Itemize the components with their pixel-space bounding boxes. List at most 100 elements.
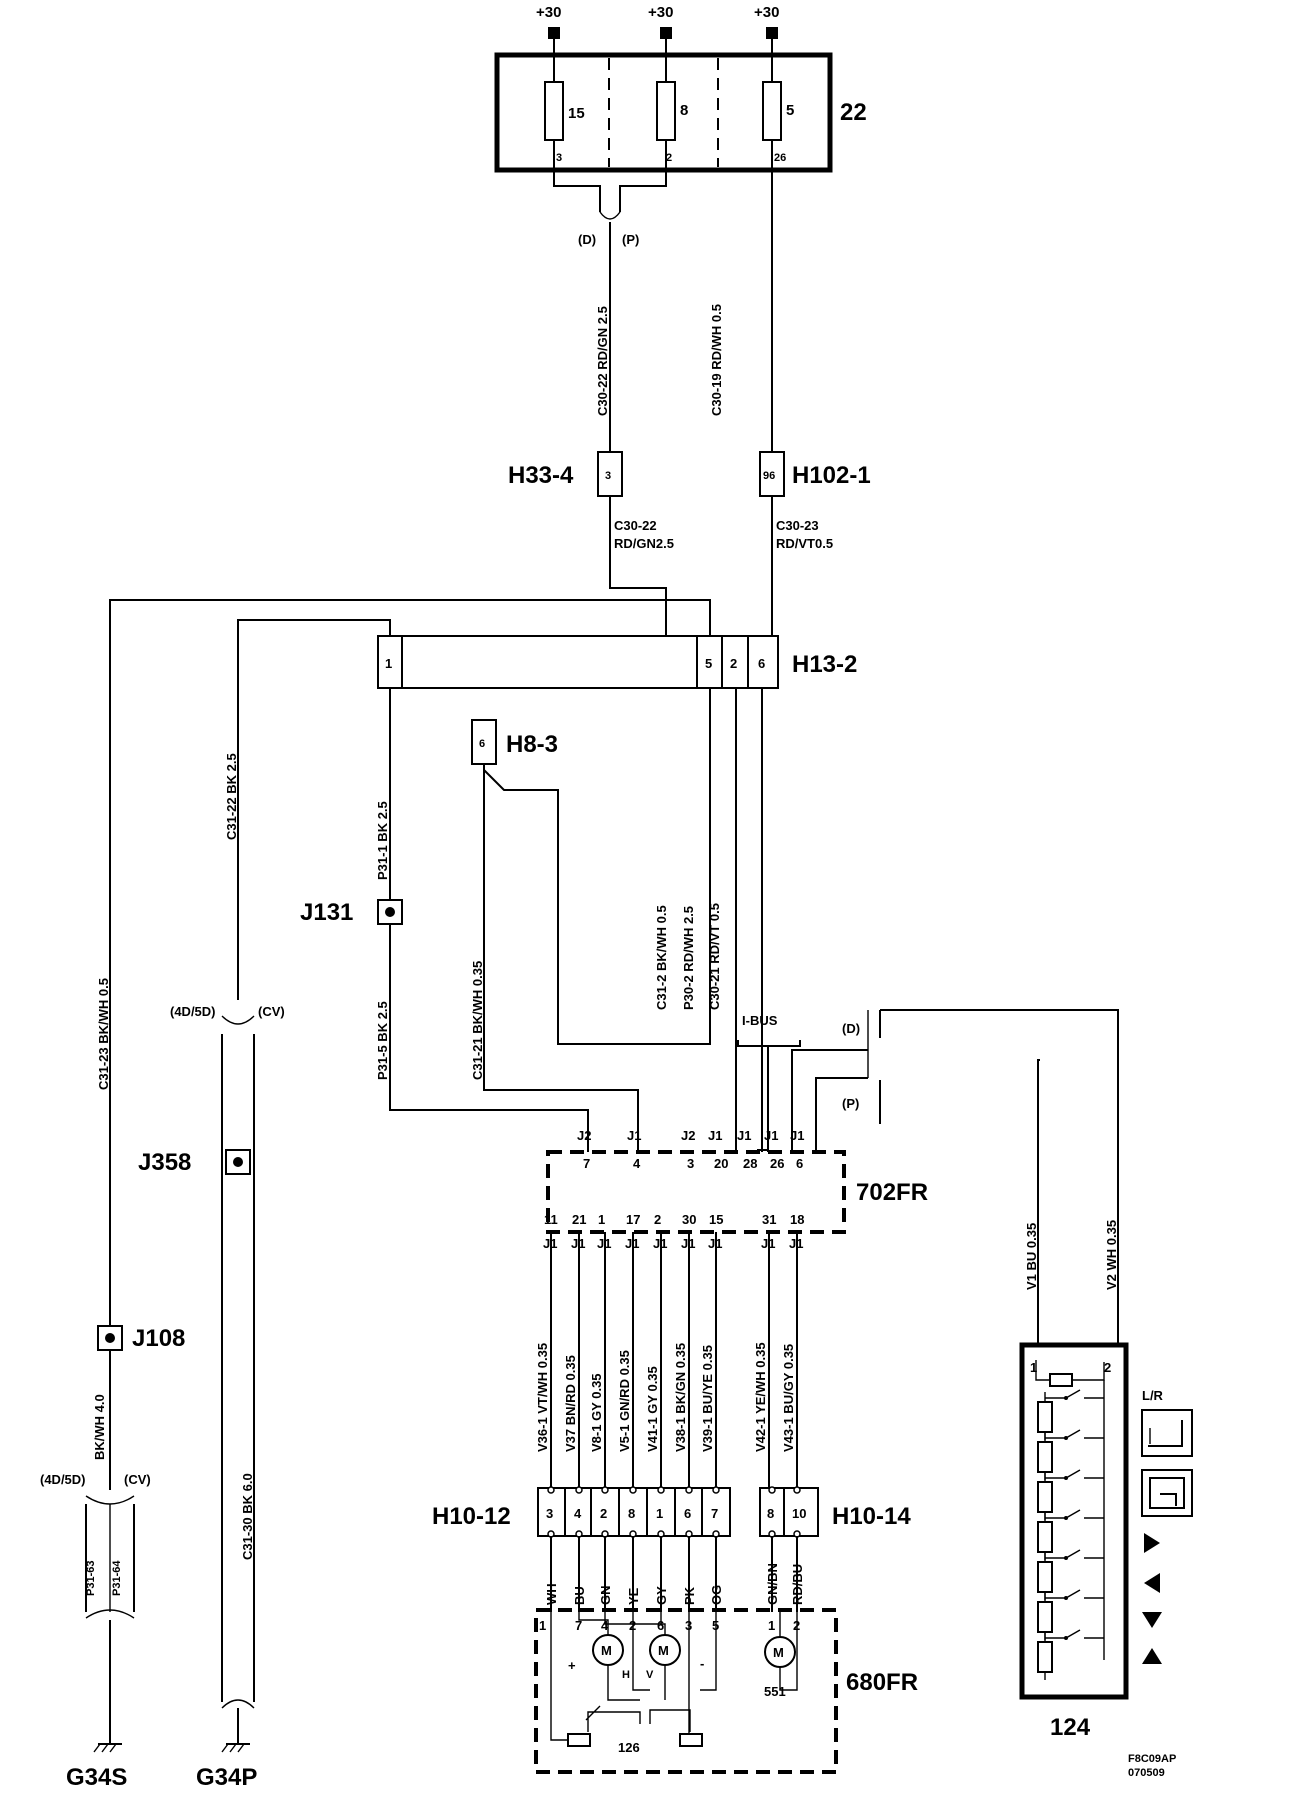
h10-12-pin-0: 3	[546, 1506, 553, 1521]
680fr-color-5: PK	[682, 1586, 697, 1605]
680fr-color-0: WH	[544, 1583, 559, 1605]
switch-resistor-0	[1037, 1401, 1053, 1433]
wire-c31-23-path	[109, 599, 711, 1338]
wire-c31-21: C31-21 BK/WH 0.35	[470, 961, 485, 1080]
ground-symbol-g34s	[93, 1743, 122, 1753]
702fr-top-pin-6: 6	[796, 1156, 803, 1171]
ibus-label: I-BUS	[742, 1013, 778, 1028]
702fr-top-pin-0: 7	[583, 1156, 590, 1171]
arrow-right-icon	[1144, 1533, 1160, 1553]
wire-v36_1: V36-1 VT/WH 0.35	[535, 1343, 550, 1452]
wire-p31-5: P31-5 BK 2.5	[375, 1001, 390, 1080]
variant-d-right: (D)	[842, 1021, 860, 1036]
variant-4d5d-left: (4D/5D)	[170, 1004, 216, 1019]
connector-h13-2	[377, 635, 779, 689]
connector-h102-1	[759, 451, 785, 497]
702fr-bottom-pin-2: 1	[598, 1212, 605, 1227]
wire-v42_1: V42-1 YE/WH 0.35	[753, 1342, 768, 1452]
702fr-bottom-pin-8: 18	[790, 1212, 804, 1227]
arrow-up-icon	[1142, 1648, 1162, 1664]
switch-resistor-6	[1037, 1641, 1053, 1673]
wire-c31-22: C31-22 BK 2.5	[224, 753, 239, 840]
wire-c30-22: C30-22 RD/GN 2.5	[595, 306, 610, 416]
switch-lr-label: L/R	[1142, 1388, 1164, 1403]
fusebox-id: 22	[840, 99, 867, 126]
motor-mirror-v-label: M	[658, 1643, 669, 1658]
wire-v5_1: V5-1 GN/RD 0.35	[617, 1350, 632, 1452]
footer-code: F8C09AP	[1128, 1753, 1176, 1765]
wire-c30-23-below-1: C30-23	[776, 518, 819, 533]
ground-g34s: G34S	[66, 1764, 127, 1791]
wire-c31-2: C31-2 BK/WH 0.5	[654, 905, 669, 1010]
switch-124-pin1: 1	[1030, 1360, 1037, 1375]
j131-label: J131	[300, 899, 353, 926]
splice-j131	[377, 899, 403, 925]
702fr-bottom-pin-3: 17	[626, 1212, 640, 1227]
switch-resistor-1	[1037, 1441, 1053, 1473]
motor-mirror-h-label: M	[601, 1643, 612, 1658]
wire-v37: V37 BN/RD 0.35	[563, 1355, 578, 1452]
wire-c30-22-below-1: C30-22	[614, 518, 657, 533]
h102-1-label: H102-1	[792, 462, 871, 489]
wire-p31-63: P31-63	[85, 1561, 97, 1596]
fuse-8-pin: 2	[666, 152, 672, 164]
mirror-left-icon	[1141, 1409, 1193, 1457]
fuse-8	[656, 81, 676, 141]
switch-top-resistor	[1049, 1373, 1073, 1387]
680fr-color-4: GY	[654, 1586, 669, 1605]
h10-14-body	[759, 1487, 819, 1537]
702fr-bottom-pin-1: 21	[572, 1212, 586, 1227]
wire-p30-2: P30-2 RD/WH 2.5	[681, 906, 696, 1010]
wire-v2: V2 WH 0.35	[1104, 1220, 1119, 1290]
702fr-top-pin-1: 4	[633, 1156, 641, 1171]
wire-c30-22-below-2: RD/GN2.5	[614, 536, 674, 551]
module-702fr	[546, 1150, 846, 1234]
680fr-pin-0: 1	[539, 1618, 546, 1633]
j108-label: J108	[132, 1325, 185, 1352]
h10-12-pin-2: 2	[600, 1506, 607, 1521]
fuse-5	[762, 81, 782, 141]
680fr-v: V	[646, 1669, 654, 1681]
680fr-color-2: GN	[598, 1586, 613, 1606]
h13-2-pin-2: 2	[730, 656, 737, 671]
h10-14-label: H10-14	[832, 1503, 911, 1530]
680fr-color-8: RD/BU	[790, 1564, 805, 1605]
680fr-color-6: OG	[709, 1585, 724, 1605]
supply-label-2: +30	[648, 4, 673, 21]
h10-12-pin-4: 1	[656, 1506, 663, 1521]
fuse-15	[544, 81, 564, 141]
sub-551: 551	[764, 1684, 786, 1699]
702fr-top-pin-3: 20	[714, 1156, 728, 1171]
j358-label: J358	[138, 1149, 191, 1176]
702fr-top-conn-2: J2	[681, 1128, 695, 1143]
switch-resistor-5	[1037, 1601, 1053, 1633]
680fr-color-1: BU	[572, 1586, 587, 1605]
fusebox-22	[494, 52, 833, 173]
702fr-bottom-pin-4: 2	[654, 1212, 661, 1227]
680fr-minus: -	[700, 1656, 704, 1671]
connector-h8-3	[471, 719, 497, 765]
680fr-color-7: GN/BN	[765, 1563, 780, 1605]
h33-4-pin: 3	[605, 470, 611, 482]
680fr-plus: +	[568, 1658, 576, 1673]
switch-124-label: 124	[1050, 1714, 1091, 1741]
ground-g34p: G34P	[196, 1764, 257, 1791]
module-680fr-label: 680FR	[846, 1669, 918, 1696]
680fr-pin-7: 1	[768, 1618, 775, 1633]
switch-124-resistors	[1035, 1360, 1105, 1680]
variant-cv-left: (CV)	[258, 1004, 285, 1019]
switch-resistor-4	[1037, 1561, 1053, 1593]
footer-date: 070509	[1128, 1767, 1165, 1779]
wire-c30-21: C30-21 RD/VT 0.5	[707, 903, 722, 1010]
wire-p31-64: P31-64	[111, 1560, 123, 1596]
fuse-15-number: 15	[568, 105, 585, 122]
680fr-color-3: YE	[626, 1587, 641, 1605]
h10-12-pin-5: 6	[684, 1506, 691, 1521]
h8-3-label: H8-3	[506, 731, 558, 758]
